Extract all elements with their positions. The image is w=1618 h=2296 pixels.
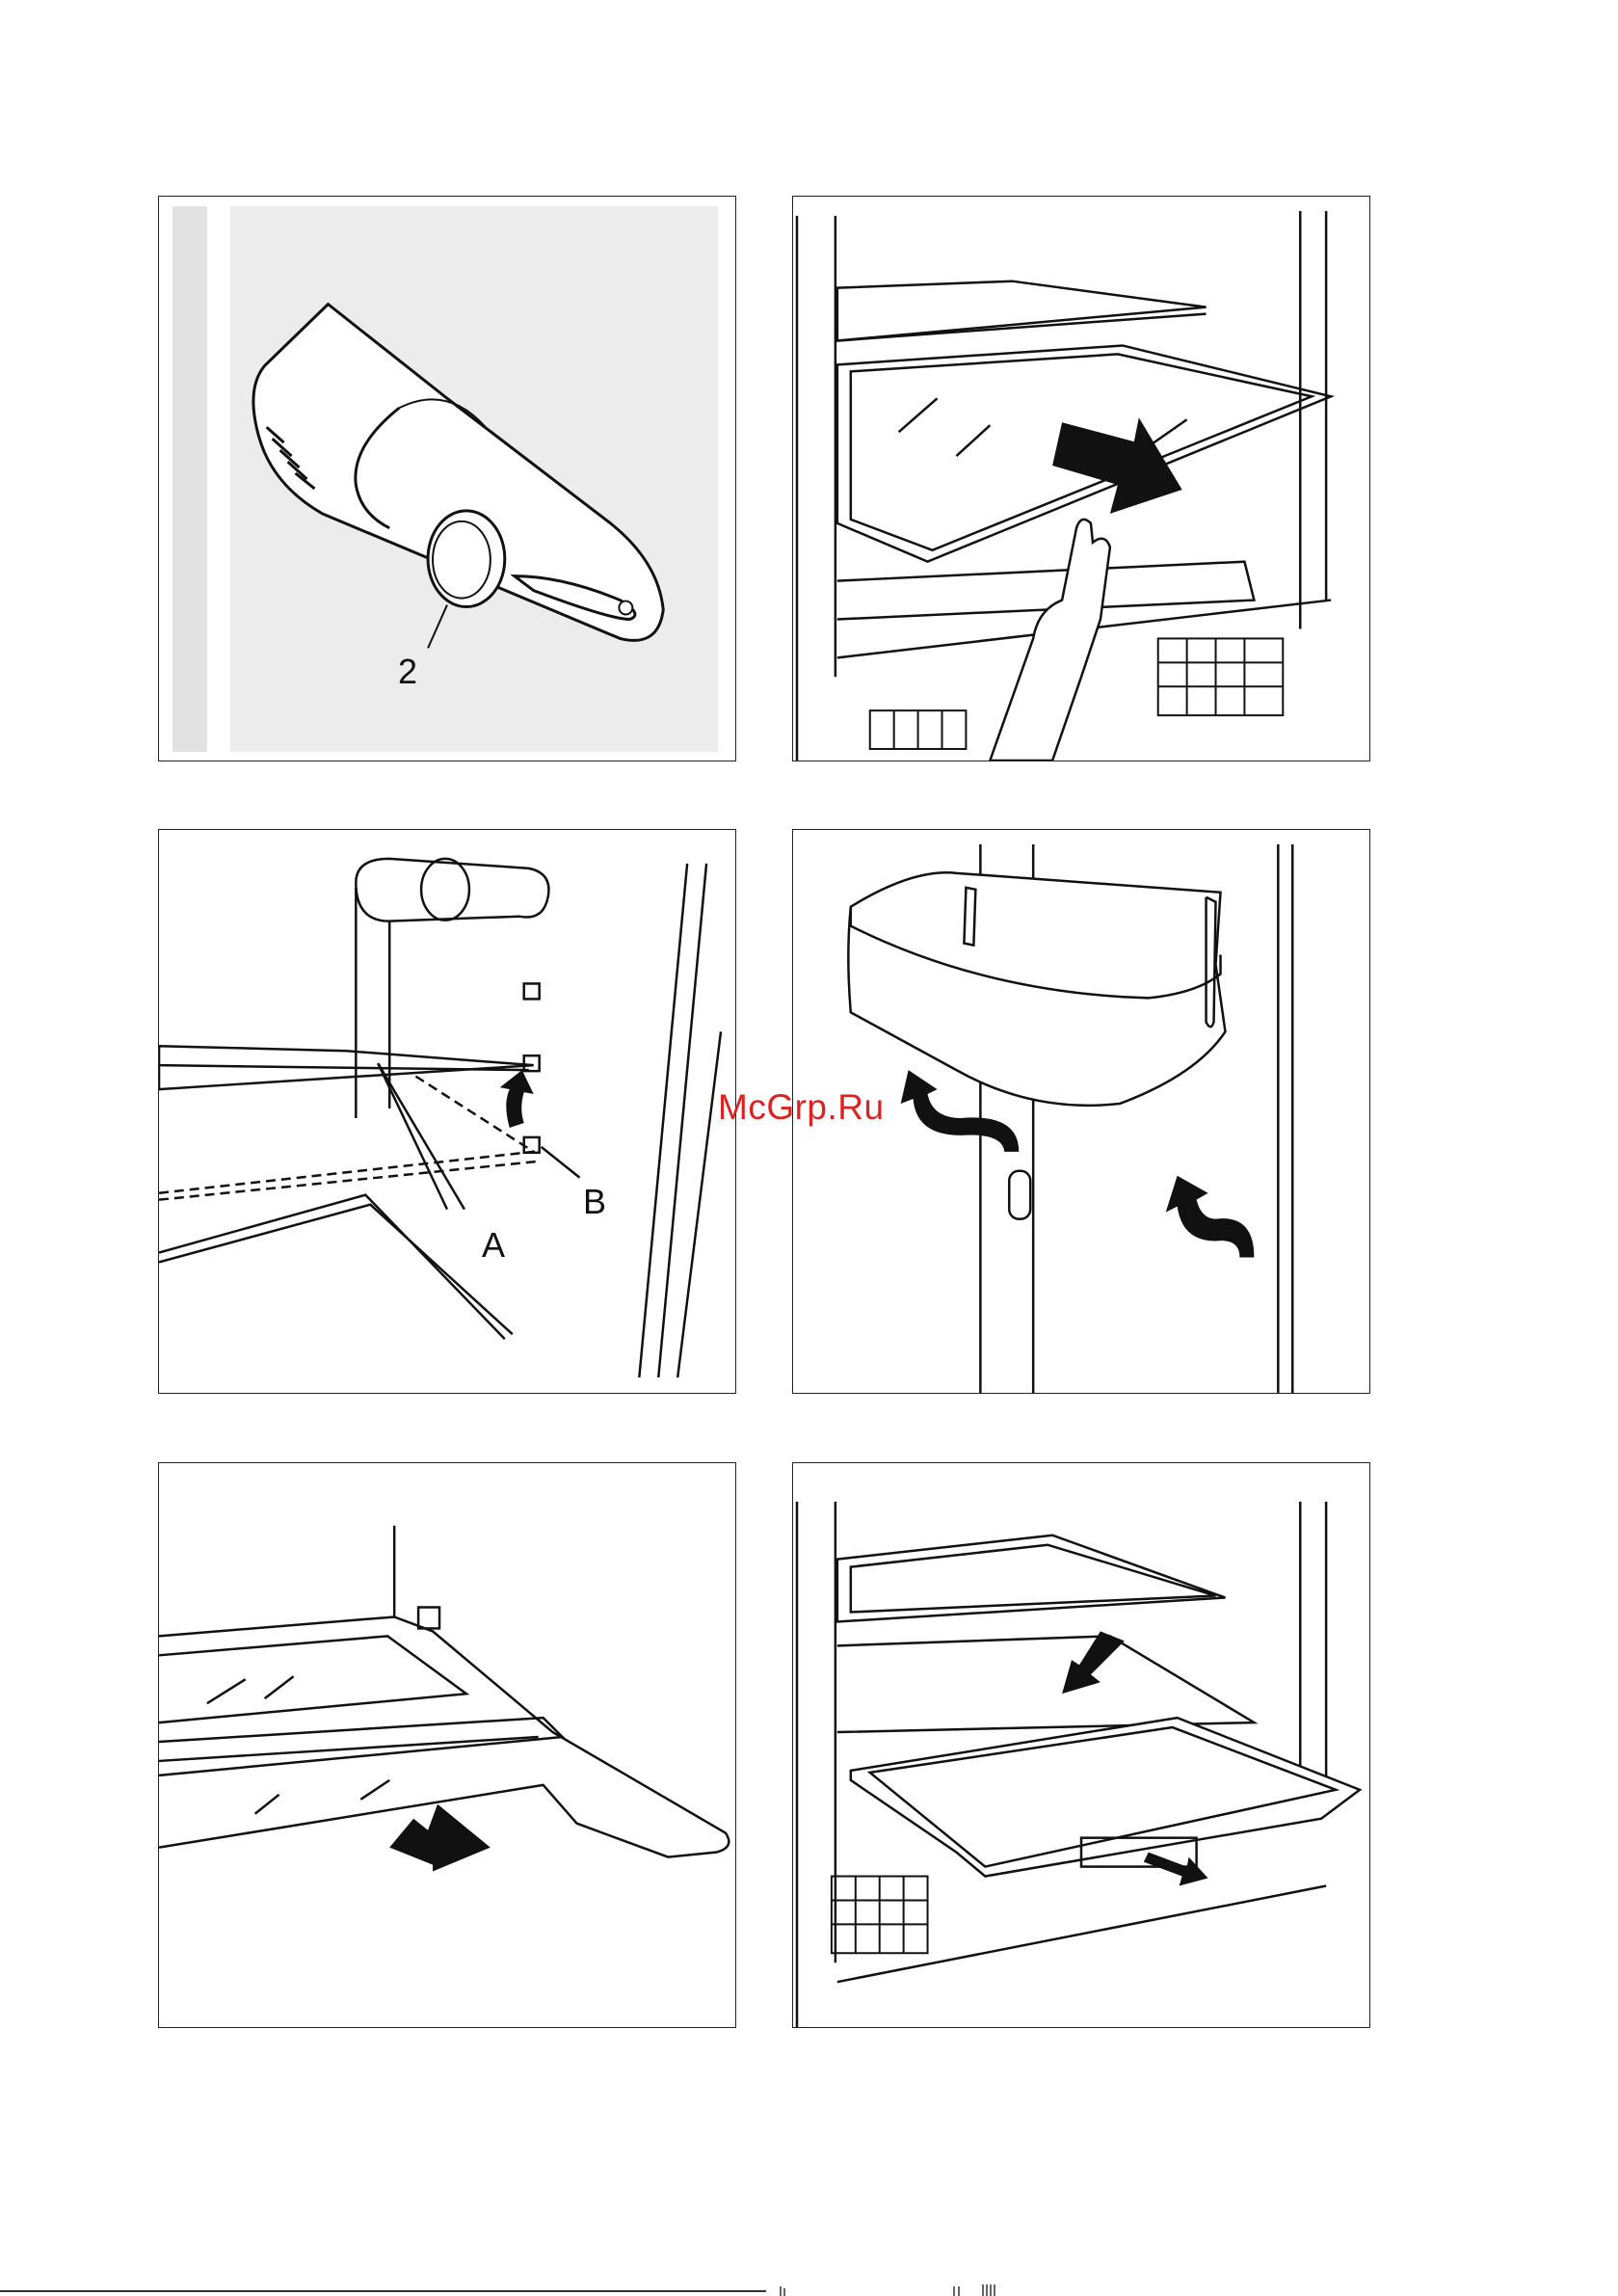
thermostat-control-knob-icon (159, 197, 735, 761)
footer-line (0, 2290, 766, 2292)
arrow-down-icon (1052, 417, 1182, 514)
figure-drawer (792, 1462, 1370, 2028)
curved-arrow-up-icon (500, 1070, 534, 1128)
drawer-icon (793, 1463, 1369, 2027)
shelf-illustration (793, 197, 1369, 761)
figure-shelf-slide-in (158, 1462, 736, 2028)
hand-icon (990, 520, 1110, 761)
arrow-down-left-icon (1062, 1631, 1125, 1694)
figure-shelf-supports: A B (158, 829, 736, 1394)
callout-B: B (583, 1182, 606, 1222)
shelf-supports-illustration (159, 830, 735, 1393)
callout-A: A (482, 1225, 505, 1266)
callout-2: 2 (398, 652, 417, 692)
watermark: McGrp.Ru (718, 1087, 885, 1128)
arrow-out-icon (1144, 1853, 1208, 1886)
figure-shelf-removal (792, 196, 1370, 761)
shelf-slide-illustration (159, 1463, 735, 2027)
footer-print-marks (771, 2283, 1060, 2296)
arrow-right-icon (389, 1804, 491, 1872)
figure-thermostat-knob: 2 (158, 196, 736, 761)
